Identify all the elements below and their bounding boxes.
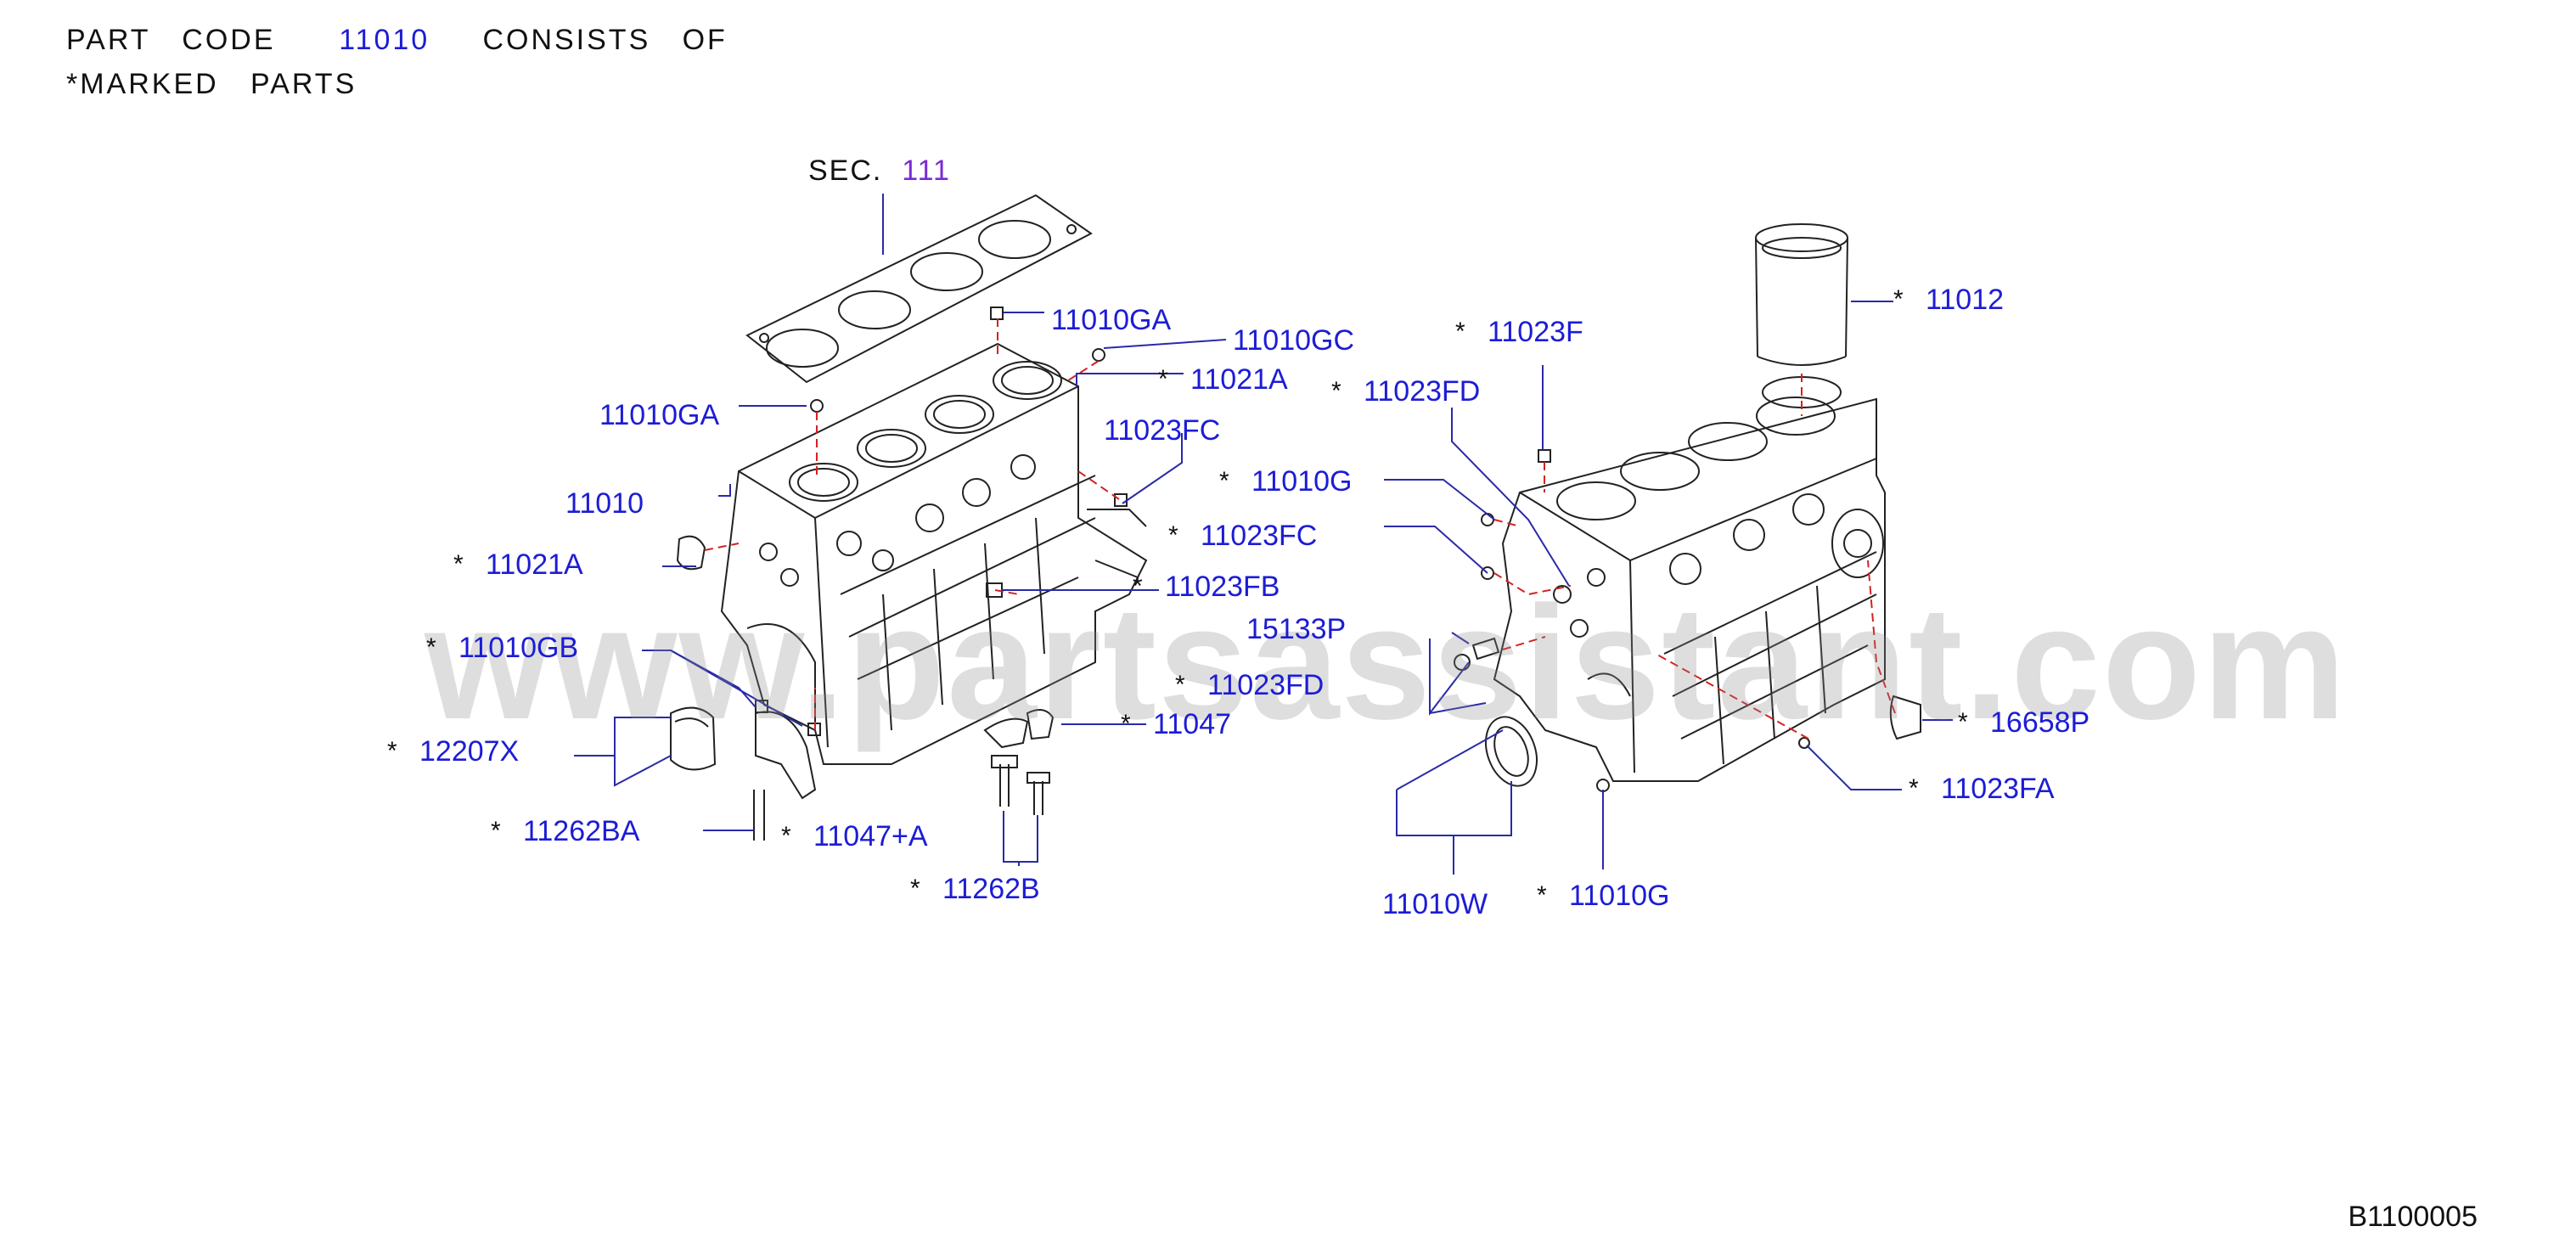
callout-part-11047[interactable]: 11047 <box>1153 708 1232 740</box>
callout-part-11023fb[interactable]: 11023FB <box>1165 571 1280 603</box>
callout-part-11010ga[interactable]: 11010GA <box>599 399 720 431</box>
header-consists-of: CONSISTS OF <box>482 24 728 56</box>
cylinder-liner <box>1755 223 1848 366</box>
callout-star-marker: * <box>1175 671 1185 699</box>
callout-star-marker: * <box>1133 572 1143 600</box>
cylinder-block-left <box>720 342 1148 765</box>
callout-part-11012[interactable]: 11012 <box>1926 284 2005 316</box>
callout-star-marker: * <box>1455 318 1465 346</box>
callout-part-11010g[interactable]: 11010G <box>1569 880 1670 912</box>
callout-part-11023fc[interactable]: 11023FC <box>1104 414 1221 447</box>
callout-star-marker: * <box>1958 708 1968 736</box>
callout-star-marker: * <box>426 633 436 661</box>
sec-link[interactable]: 111 <box>902 155 951 187</box>
callout-star-marker: * <box>781 822 791 850</box>
callout-star-marker: * <box>491 817 501 845</box>
callout-part-11262b[interactable]: 11262B <box>942 873 1040 905</box>
callout-part-11010gc[interactable]: 11010GC <box>1233 324 1355 357</box>
callout-star-marker: * <box>910 875 920 903</box>
callout-star-marker: * <box>1158 365 1168 393</box>
callout-star-marker: * <box>1219 467 1229 495</box>
callout-star-marker: * <box>1331 377 1341 405</box>
callout-part-11010[interactable]: 11010 <box>565 487 644 520</box>
sec-reference: SEC. 111 <box>808 155 951 188</box>
callout-part-11010ga[interactable]: 11010GA <box>1051 304 1172 336</box>
callout-part-11021a[interactable]: 11021A <box>486 548 583 581</box>
cylinder-block-right <box>1493 376 1886 782</box>
callout-part-15133p[interactable]: 15133P <box>1246 613 1347 645</box>
callout-part-11021a[interactable]: 11021A <box>1190 363 1288 396</box>
header-line2: *MARKED PARTS <box>66 68 357 100</box>
callout-star-marker: * <box>453 550 464 578</box>
sec-prefix: SEC. <box>808 155 883 187</box>
header-part-code[interactable]: 11010 <box>339 24 430 56</box>
header-line1: PART CODE 11010 CONSISTS OF <box>66 24 728 57</box>
callout-part-11010w[interactable]: 11010W <box>1382 888 1488 920</box>
callout-part-11023fd[interactable]: 11023FD <box>1207 669 1325 701</box>
assembly-lines <box>704 318 1896 740</box>
callout-part-11010g[interactable]: 11010G <box>1251 465 1353 498</box>
callout-star-marker: * <box>1893 285 1904 313</box>
header-part-code-label: PART CODE <box>66 24 276 56</box>
head-gasket <box>745 194 1093 384</box>
callout-star-marker: * <box>1121 710 1131 738</box>
callout-part-11047-a[interactable]: 11047+A <box>813 820 928 852</box>
watermark: www.partsassistant.com <box>425 573 2348 753</box>
callout-part-11023fa[interactable]: 11023FA <box>1941 773 2055 805</box>
callout-star-marker: * <box>1537 881 1547 909</box>
drawing-code: B1100005 <box>2348 1201 2478 1233</box>
callout-part-11023fc[interactable]: 11023FC <box>1201 520 1318 552</box>
callout-star-marker: * <box>387 737 397 765</box>
callout-part-16658p[interactable]: 16658P <box>1990 706 2090 739</box>
callout-part-11023f[interactable]: 11023F <box>1488 316 1583 348</box>
callout-part-11023fd[interactable]: 11023FD <box>1364 375 1481 408</box>
callout-star-marker: * <box>1909 774 1919 802</box>
callout-part-11010gb[interactable]: 11010GB <box>458 632 579 664</box>
callout-star-marker: * <box>1168 521 1178 549</box>
leader-lines <box>574 194 1953 875</box>
callout-part-11262ba[interactable]: 11262BA <box>523 815 640 847</box>
callout-part-12207x[interactable]: 12207X <box>419 735 520 768</box>
